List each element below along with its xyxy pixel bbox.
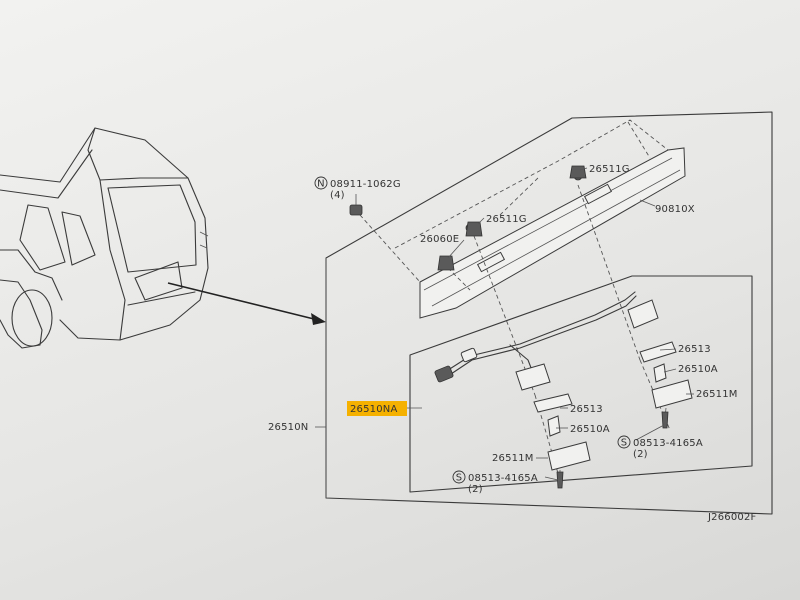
callout-90810x: 90810X [655,204,695,215]
callout-26511m-right: 26511M [696,389,738,400]
lamp-right [627,299,693,429]
callout-08513-left-qty: (2) [468,484,483,495]
callout-26511m-left: 26511M [492,453,534,464]
callout-26513-right: 26513 [678,344,711,355]
callout-26511g-top: 26511G [589,164,630,175]
callout-08911-1062g: 08911-1062G [330,179,401,190]
finisher-bar-90810x [419,147,686,319]
vehicle-rear-view [0,127,209,349]
grommet-26060e [437,255,455,271]
callout-08911-qty: (4) [330,190,345,201]
screw-symbol-right: S [617,435,631,449]
lamp-left [515,363,591,489]
figure-code: J266002F [707,512,757,523]
callout-08513-4165a-left: 08513-4165A [468,473,538,484]
wire-harness [434,291,637,383]
nut-08911 [349,204,363,216]
screw-icon: S [456,473,463,484]
leader-lines [315,167,694,481]
callout-26513-left: 26513 [570,404,603,415]
clip-26511g-top [569,165,587,179]
callout-26510n: 26510N [268,422,309,433]
highlight-marker [347,401,407,416]
lamp-assembly-frame [409,275,753,493]
clip-26511g-mid [465,221,483,237]
screw-icon: S [621,438,628,449]
callout-26510na: 26510NA [350,404,398,415]
callout-26511g-mid: 26511G [486,214,527,225]
nut-symbol-08911: N [314,176,328,190]
callout-08513-right-qty: (2) [633,449,648,460]
screw-symbol-left: S [452,470,466,484]
callout-26510a-right: 26510A [678,364,718,375]
callout-26510a-left: 26510A [570,424,610,435]
callout-08513-4165a-right: 08513-4165A [633,438,703,449]
callout-26060e: 26060E [420,234,459,245]
nut-icon: N [317,179,325,190]
pointer-arrow [167,282,326,325]
